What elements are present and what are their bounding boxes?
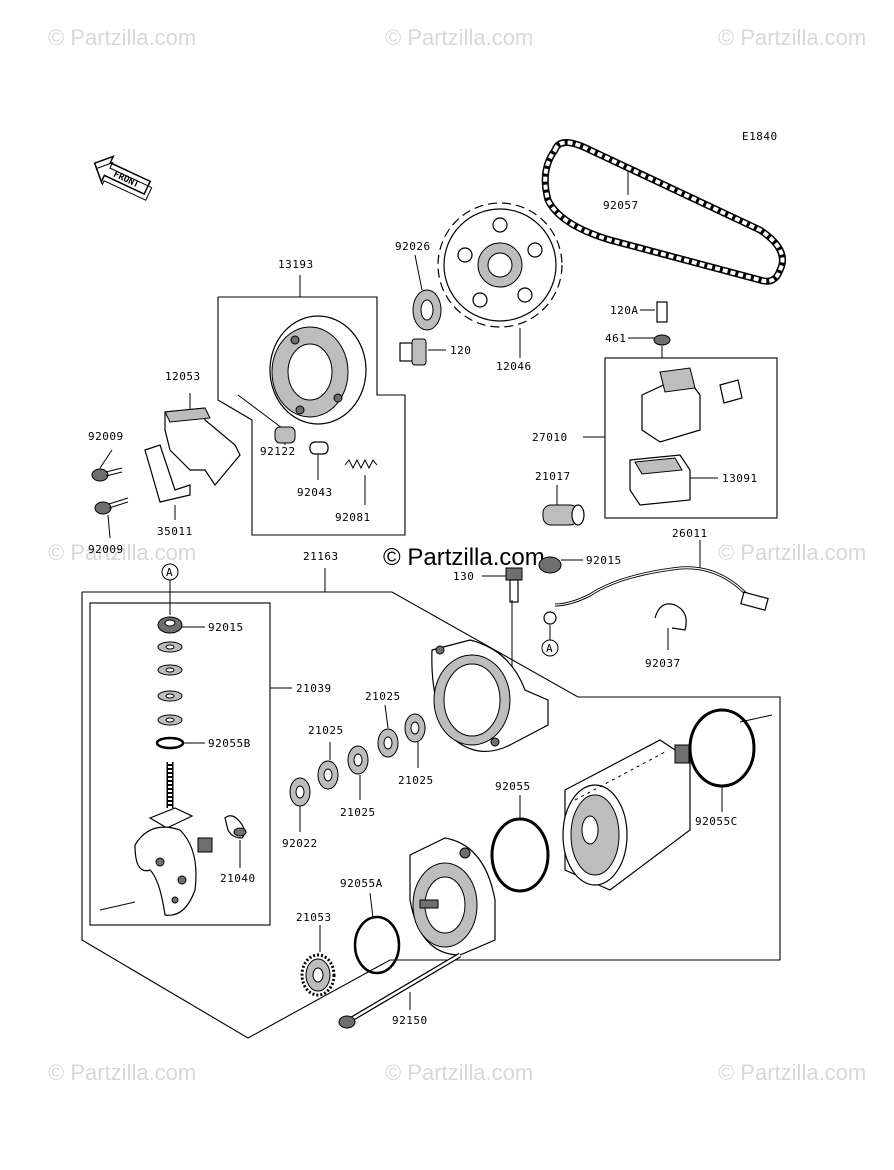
label-92037: 92037: [645, 657, 681, 670]
label-461: 461: [605, 332, 626, 345]
label-120: 120: [450, 344, 471, 357]
front-arrow-icon: FRONT: [93, 155, 153, 201]
plate-part: [144, 444, 191, 520]
bolt-part: [482, 567, 523, 603]
o-ring-part: [490, 817, 550, 893]
label-35011: 35011: [157, 525, 193, 538]
watermark: © Partzilla.com: [48, 1060, 196, 1085]
label-21017: 21017: [535, 470, 571, 483]
diagram-code: E1840: [742, 130, 778, 143]
clamp-part: [654, 603, 687, 650]
center-watermark: © Partzilla.com: [383, 544, 545, 571]
bolt-part: [91, 449, 123, 482]
nut-part: [157, 616, 205, 634]
washer-part: [653, 334, 671, 346]
watermark: © Partzilla.com: [385, 1060, 533, 1085]
boot-part: [542, 485, 585, 526]
reference-marker-label: A: [546, 642, 553, 655]
shim-washer-part: [289, 713, 426, 807]
bolt-part: [399, 338, 446, 366]
chain-part: [541, 139, 786, 285]
watermark: © Partzilla.com: [48, 540, 196, 565]
rear-housing-part: [431, 639, 549, 752]
nut-part: [538, 556, 583, 574]
bracket-part: [164, 393, 241, 487]
label-92026: 92026: [395, 240, 431, 253]
label-92015: 92015: [586, 554, 622, 567]
label-92081: 92081: [335, 511, 371, 524]
spring-part: [344, 458, 378, 470]
bolt-part: [94, 497, 129, 539]
label-92057: 92057: [603, 199, 639, 212]
label-13091: 13091: [722, 472, 758, 485]
label-92122: 92122: [260, 445, 296, 458]
label-130: 130: [453, 570, 474, 583]
watermark: © Partzilla.com: [718, 540, 866, 565]
label-21025: 21025: [340, 806, 376, 819]
watermark: © Partzilla.com: [718, 25, 866, 50]
starter-clutch-part: [237, 315, 367, 429]
label-27010: 27010: [532, 431, 568, 444]
label-21025: 21025: [308, 724, 344, 737]
assembly-box-21163: [81, 591, 781, 1039]
motor-yoke-part: [562, 739, 691, 891]
label-12046: 12046: [496, 360, 532, 373]
label-92022: 92022: [282, 837, 318, 850]
watermark: © Partzilla.com: [48, 25, 196, 50]
pin-part: [309, 441, 329, 455]
watermark: © Partzilla.com: [718, 1060, 866, 1085]
label-92009: 92009: [88, 430, 124, 443]
washer-stack: [157, 641, 183, 726]
sprocket-part: [437, 202, 563, 358]
label-92055A: 92055A: [340, 877, 383, 890]
brush-plate-part: [99, 826, 213, 916]
o-ring-part: [155, 736, 185, 750]
cable-part: [543, 540, 769, 625]
brush-part: [224, 815, 247, 868]
front-housing-part: [409, 837, 496, 956]
label-120A: 120A: [610, 304, 639, 317]
assembly-box-13193: [217, 296, 406, 536]
label-21039: 21039: [296, 682, 332, 695]
roller-part: [274, 426, 296, 444]
reference-marker-label: A: [166, 566, 173, 579]
label-21025: 21025: [365, 690, 401, 703]
long-bolt-part: [338, 952, 462, 1029]
bolt-part: [656, 301, 668, 323]
label-92055B: 92055B: [208, 737, 251, 750]
label-92055: 92055: [495, 780, 531, 793]
o-ring-part: [353, 915, 401, 975]
label-92055C: 92055C: [695, 815, 738, 828]
reference-marker: [541, 639, 559, 657]
label-26011: 26011: [672, 527, 708, 540]
terminal-bolt-part: [148, 762, 194, 829]
label-12053: 12053: [165, 370, 201, 383]
label-21040: 21040: [220, 872, 256, 885]
gear-part: [300, 925, 336, 997]
label-21163: 21163: [303, 550, 339, 563]
relay-part: [641, 367, 743, 443]
label-13193: 13193: [278, 258, 314, 271]
assembly-box-21039: [89, 602, 271, 926]
assembly-box-27010: [604, 357, 778, 519]
relay-cover-part: [629, 454, 718, 506]
label-92150: 92150: [392, 1014, 428, 1027]
label-92043: 92043: [297, 486, 333, 499]
label-92015: 92015: [208, 621, 244, 634]
label-92009: 92009: [88, 543, 124, 556]
label-21053: 21053: [296, 911, 332, 924]
watermark: © Partzilla.com: [385, 25, 533, 50]
watermarks: © Partzilla.com © Partzilla.com © Partzi…: [48, 25, 866, 1085]
label-21025: 21025: [398, 774, 434, 787]
